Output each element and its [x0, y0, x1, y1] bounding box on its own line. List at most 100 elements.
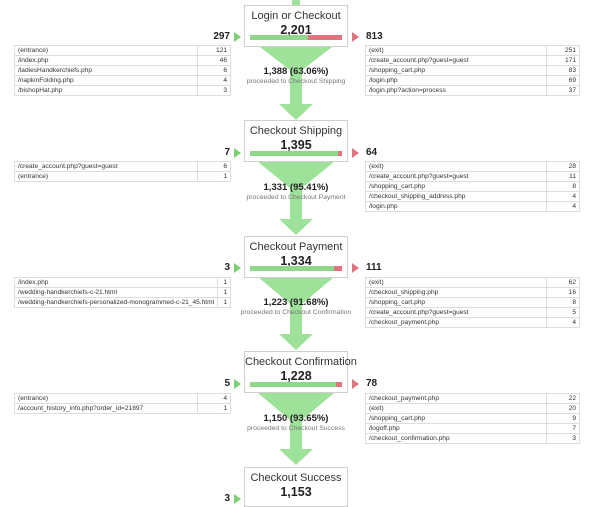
entrance-arrow-icon: [234, 148, 241, 158]
flow-funnel-3: [252, 272, 340, 350]
exit-page: /shopping_cart.php: [365, 413, 547, 424]
step-progress-bar: [250, 266, 342, 271]
source-page: /index.php: [13, 277, 219, 288]
entrance-count: 297: [213, 31, 230, 42]
step-box-login-or-checkout[interactable]: Login or Checkout 2,201: [244, 5, 348, 47]
step-count: 2,201: [280, 23, 312, 37]
exit-page: /create_account.php?guest=guest: [365, 55, 547, 66]
exit-page: (exit): [365, 161, 547, 172]
exit-page: /login.php?action=process: [365, 85, 547, 96]
source-page: (entrance): [14, 45, 198, 56]
source-value: 6: [197, 161, 231, 172]
source-value: 1: [197, 403, 231, 414]
exit-page: /shopping_cart.php: [365, 181, 547, 192]
continue-segment: [250, 35, 308, 40]
exit-count: 813: [366, 31, 383, 42]
exit-destinations-table: (exit)28 /create_account.php?guest=guest…: [365, 161, 580, 212]
exit-page: /logoff.php: [365, 423, 547, 434]
step-progress-bar: [250, 151, 342, 156]
exit-value: 83: [546, 65, 580, 76]
source-value: 46: [197, 55, 231, 66]
exit-value: 20: [546, 403, 580, 414]
drop-segment: [308, 35, 342, 40]
exit-page: /create_account.php?guest=guest: [365, 171, 547, 182]
exit-value: 16: [546, 287, 580, 298]
table-row[interactable]: (entrance)121: [14, 45, 231, 56]
entrance-count: 5: [224, 378, 230, 389]
step-box-checkout-success[interactable]: Checkout Success 1,153: [244, 467, 348, 507]
exit-page: (exit): [365, 277, 547, 288]
source-page: /bishopHat.php: [14, 85, 198, 96]
exit-destinations-table: (exit)251 /create_account.php?guest=gues…: [365, 45, 580, 96]
step-box-checkout-payment[interactable]: Checkout Payment 1,334: [244, 236, 348, 278]
exit-arrow-icon: [352, 148, 359, 158]
table-row[interactable]: (entrance)1: [14, 171, 231, 182]
exit-page: /shopping_cart.php: [365, 297, 547, 308]
continue-segment: [250, 382, 336, 387]
exit-value: 28: [546, 161, 580, 172]
drop-segment: [338, 151, 342, 156]
source-value: 1: [217, 277, 231, 288]
table-row[interactable]: (entrance)4: [14, 393, 231, 404]
entrance-count: 7: [224, 147, 230, 158]
exit-page: /checkout_shipping_address.php: [365, 191, 547, 202]
table-row[interactable]: (exit)251: [365, 45, 580, 56]
proceed-count: 1,331 (95.41%): [263, 182, 329, 193]
exit-page: (exit): [365, 403, 547, 414]
table-row[interactable]: (exit)20: [365, 403, 580, 414]
exit-value: 4: [546, 317, 580, 328]
source-page: /wedding-handkerchiefs-personalized-mono…: [13, 297, 219, 308]
entrance-arrow-icon: [234, 379, 241, 389]
entrance-arrow-icon: [234, 32, 241, 42]
step-count: 1,153: [280, 485, 312, 499]
proceed-count: 1,388 (63.06%): [263, 66, 329, 77]
proceed-label: proceeded to Checkout Payment: [246, 194, 346, 201]
step-count: 1,228: [280, 369, 312, 383]
proceed-count: 1,150 (93.65%): [263, 413, 329, 424]
source-page: /wedding-handkerchiefs-c-21.html: [13, 287, 219, 298]
table-row[interactable]: /account_history_info.php?order_id=21897…: [14, 403, 231, 414]
table-row[interactable]: (exit)28: [365, 161, 580, 172]
entry-flow-stem: [292, 0, 300, 6]
proceed-label: proceeded to Checkout Confirmation: [240, 309, 352, 316]
continue-segment: [250, 266, 334, 271]
step-name: Login or Checkout: [251, 10, 341, 22]
step-progress-bar: [250, 35, 342, 40]
exit-value: 4: [546, 191, 580, 202]
exit-arrow-icon: [352, 263, 359, 273]
entrance-arrow-icon: [234, 494, 241, 504]
source-page: /napkinFolding.php: [14, 75, 198, 86]
table-row[interactable]: (exit)62: [365, 277, 580, 288]
exit-count: 64: [366, 147, 378, 158]
exit-page: /login.php: [365, 75, 547, 86]
table-row[interactable]: /wedding-handkerchiefs-personalized-mono…: [13, 297, 231, 308]
continue-segment: [250, 151, 338, 156]
